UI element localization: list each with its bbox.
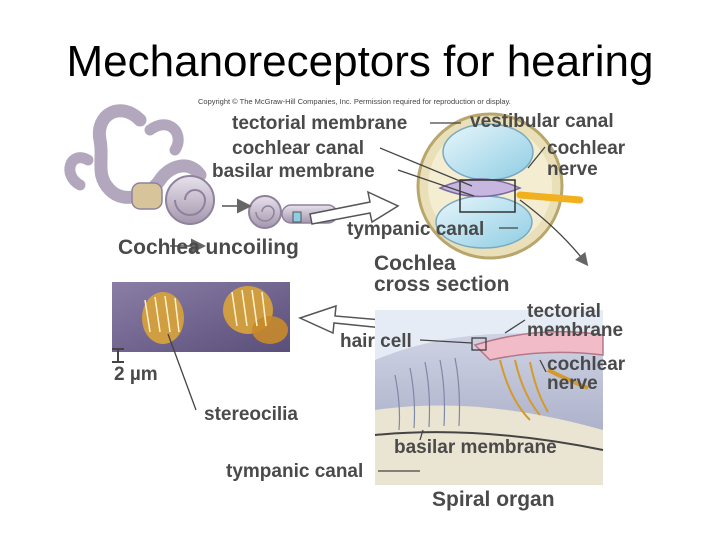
uncoil-arrow [309,190,400,225]
leader-lines [167,122,589,472]
label-cochlea-cross-section-line1: Cochlea [374,252,456,275]
label-cochlea-uncoiling: Cochlea uncoiling [118,236,299,259]
label-cochlear-nerve-top-line2: nerve [547,159,598,180]
label-cochlear-nerve-top-line1: cochlear [547,138,626,159]
label-tectorial-membrane-top: tectorial membrane [232,113,408,134]
label-scale-bar: 2 µm [114,364,158,385]
label-tectorial-membrane-bottom-line1: tectorial [527,301,601,322]
label-hair-cell: hair cell [340,331,412,352]
cochlea-cross-section [416,112,584,260]
label-spiral-organ: Spiral organ [432,488,555,511]
label-tympanic-canal-bottom: tympanic canal [226,461,364,482]
label-cochlear-canal: cochlear canal [232,138,365,159]
label-vestibular-canal: vestibular canal [470,111,614,132]
label-cochlea-cross-section-line2: cross section [374,273,510,296]
label-stereocilia: stereocilia [204,404,298,425]
slide-title: Mechanoreceptors for hearing [66,37,654,86]
label-tectorial-membrane-bottom-line2: membrane [527,320,624,341]
label-basilar-membrane-top: basilar membrane [212,161,375,182]
stereocilia-micrograph [112,282,290,352]
label-cochlear-nerve-bottom-line1: cochlear [547,354,626,375]
label-tympanic-canal-top: tympanic canal [347,219,485,240]
label-cochlear-nerve-bottom-line2: nerve [547,373,598,394]
label-basilar-membrane-bottom: basilar membrane [394,437,557,458]
copyright-notice: Copyright © The McGraw-Hill Companies, I… [198,97,511,106]
scale-bar [112,348,124,363]
